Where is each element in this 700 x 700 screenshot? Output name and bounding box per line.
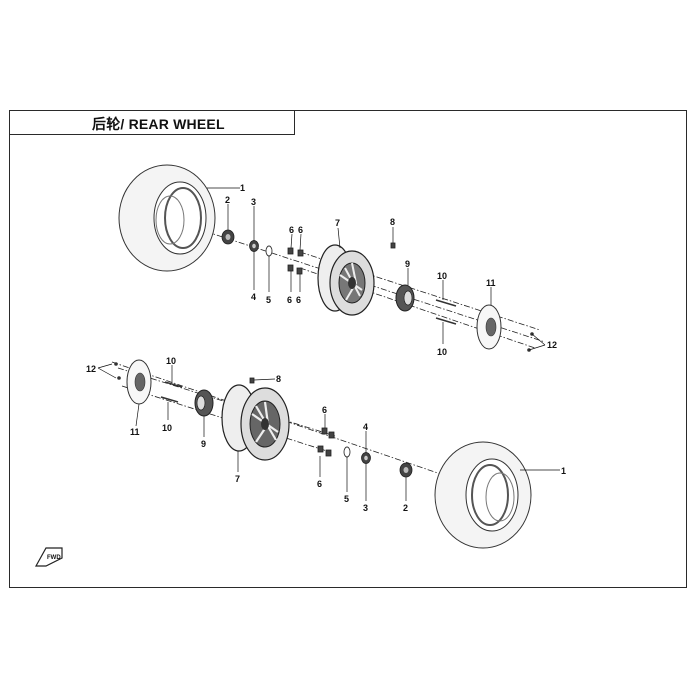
callout-label: 9	[405, 259, 410, 269]
upper-assembly	[118, 164, 546, 352]
upper-valve-stem	[390, 242, 396, 249]
lower-disc-bolts	[114, 362, 121, 380]
title-box	[9, 110, 295, 135]
callout-label: 7	[235, 474, 240, 484]
upper-hub-studs	[435, 299, 457, 325]
callout-label: 12	[547, 340, 557, 350]
lower-axle-nut	[361, 452, 371, 464]
callout-label: 6	[289, 225, 294, 235]
callout-label: 2	[403, 503, 408, 513]
callout-label: 1	[240, 183, 245, 193]
upper-rim	[317, 244, 375, 316]
lower-valve-stem	[249, 377, 255, 384]
lower-callouts: 12 10 10 11 9 8 7 6 6 4 5 3 2 1	[86, 356, 566, 513]
callout-label: 9	[201, 439, 206, 449]
lower-hub-studs	[160, 381, 183, 403]
callout-label: 11	[486, 278, 496, 288]
callout-label: 11	[130, 427, 140, 437]
callout-label: 7	[335, 218, 340, 228]
callout-label: 6	[322, 405, 327, 415]
callout-label: 5	[344, 494, 349, 504]
callout-label: 10	[437, 347, 447, 357]
direction-badge: FWD	[34, 547, 63, 567]
callout-label: 3	[363, 503, 368, 513]
lower-lug-nuts	[317, 427, 335, 457]
lower-brake-disc	[126, 359, 152, 405]
lower-hub-cap	[399, 462, 413, 478]
callout-label: 10	[162, 423, 172, 433]
callout-label: 4	[251, 292, 256, 302]
upper-axle-nut	[249, 240, 259, 252]
drawing-frame	[9, 110, 687, 588]
callout-label: 2	[225, 195, 230, 205]
callout-label: 6	[298, 225, 303, 235]
lower-assembly	[97, 359, 560, 549]
callout-label: 8	[276, 374, 281, 384]
lower-rim	[221, 384, 290, 461]
callout-label: 8	[390, 217, 395, 227]
lower-wheel-hub	[194, 389, 214, 417]
callout-label: 12	[86, 364, 96, 374]
callout-label: 3	[251, 197, 256, 207]
upper-callouts: 1 2 3 4 5 6 6 6 6 7 8 9 10 10 11 12	[225, 183, 557, 357]
page-title: 后轮/ REAR WHEEL	[92, 116, 225, 132]
upper-lug-nuts	[287, 247, 304, 275]
upper-brake-disc	[476, 304, 502, 350]
callout-label: 6	[317, 479, 322, 489]
callout-label: 1	[561, 466, 566, 476]
upper-hub-cap	[221, 229, 235, 245]
callout-label: 6	[287, 295, 292, 305]
lower-stud-axis-a	[117, 367, 336, 437]
callout-label: 10	[437, 271, 447, 281]
upper-wheel-hub	[395, 284, 415, 312]
callout-label: 5	[266, 295, 271, 305]
direction-badge-text: FWD	[47, 555, 61, 561]
lower-tire	[434, 441, 532, 549]
lower-washer	[343, 446, 351, 458]
upper-washer	[265, 245, 273, 257]
callout-label: 4	[363, 422, 368, 432]
upper-stud-axis-b	[299, 267, 536, 349]
callout-label: 10	[166, 356, 176, 366]
upper-tire	[118, 164, 216, 272]
callout-label: 6	[296, 295, 301, 305]
